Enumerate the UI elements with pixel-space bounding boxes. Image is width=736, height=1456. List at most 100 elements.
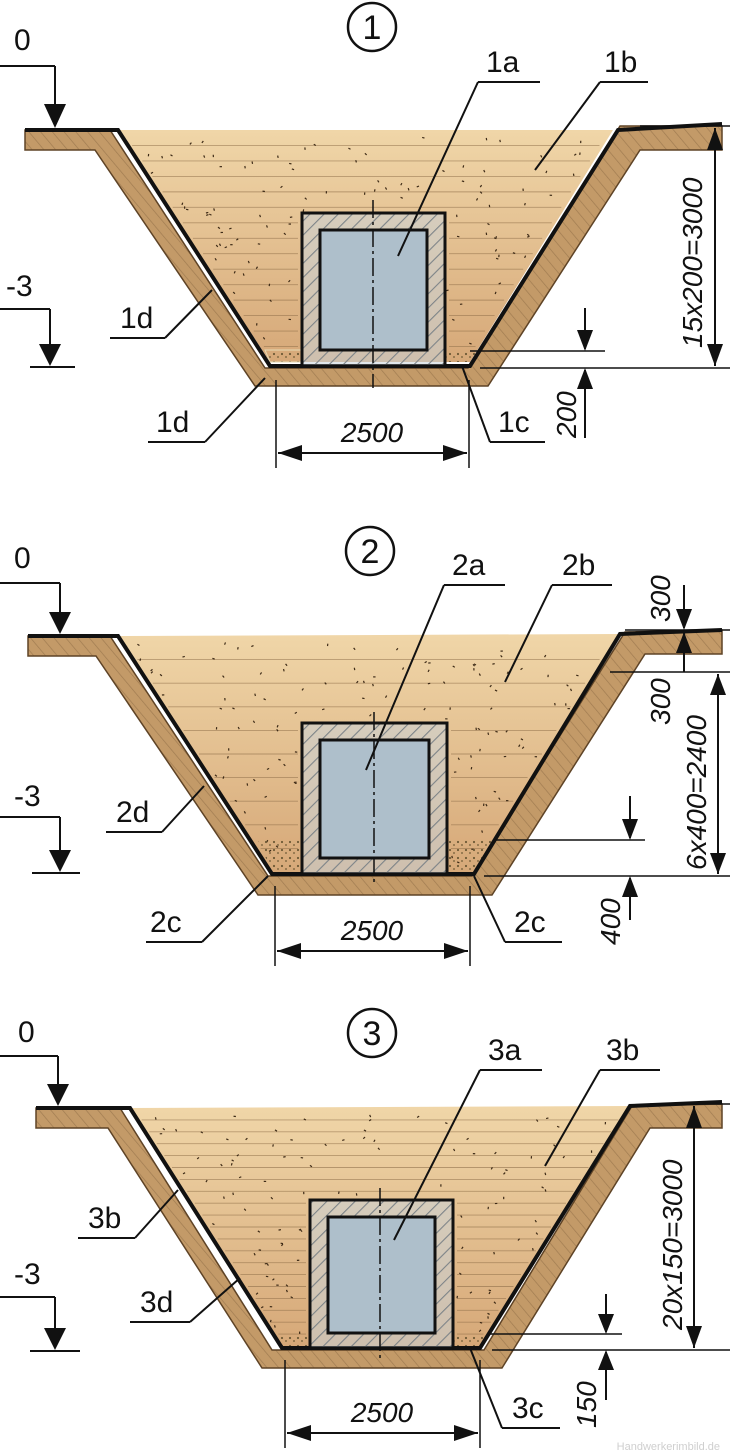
leader-2b-diag — [504, 584, 553, 683]
grain-dot — [147, 153, 150, 157]
sand-bedding-2-left — [258, 840, 302, 872]
grain-dot — [481, 830, 484, 833]
label-1d-upper: 1d — [120, 302, 153, 335]
label-3b-side: 3b — [88, 1202, 121, 1235]
dim-step-3-arrow-top — [598, 1314, 614, 1334]
level-top-2-arrow — [49, 612, 71, 634]
grain-dot — [209, 213, 212, 216]
grain-dot — [541, 1186, 544, 1189]
grain-dot — [262, 337, 266, 340]
grain-dot — [478, 1329, 482, 1333]
grain-dot — [362, 1136, 366, 1140]
grain-dot — [498, 797, 501, 800]
label-2a: 2a — [452, 549, 486, 582]
level-bottom-2: -3 — [14, 780, 41, 813]
grain-dot — [424, 661, 428, 664]
grain-dot — [253, 1252, 256, 1256]
grain-dot — [500, 654, 503, 658]
grain-dot — [407, 187, 410, 191]
grain-dot — [232, 707, 235, 710]
grain-dot — [494, 291, 497, 295]
grain-dot — [469, 1291, 473, 1294]
panel-2: 2 0 -3 2a 2b 2d 2c 2c 2500 — [0, 525, 730, 966]
grain-dot — [569, 688, 573, 692]
grain-dot — [218, 243, 222, 247]
label-1d-lower: 1d — [156, 406, 189, 439]
grain-dot — [243, 811, 246, 814]
grain-dot — [469, 342, 472, 345]
grain-dot — [459, 1272, 462, 1275]
dim-width-1-arrow-right — [443, 445, 467, 461]
grain-dot — [205, 1179, 208, 1183]
panel-1: 1 0 -3 1a 1b 1d 1d 1c — [0, 1, 730, 468]
grain-dot — [295, 781, 297, 784]
label-2d: 2d — [116, 796, 149, 829]
grain-dot — [224, 642, 227, 645]
leader-3b-side-diag — [134, 1189, 179, 1239]
grain-dot — [457, 757, 460, 761]
panel-number-1: 1 — [363, 9, 382, 47]
dim-layers-2: 6x400=2400 — [681, 715, 712, 870]
grain-dot — [494, 249, 498, 252]
dim-layers-1-arrow-top — [707, 128, 723, 150]
grain-dot — [544, 654, 547, 658]
dim-layers-3-arrow-bottom — [686, 1326, 702, 1348]
grain-dot — [377, 1147, 381, 1151]
dim-width-2-arrow-left — [277, 943, 301, 959]
grain-dot — [242, 273, 245, 276]
grain-dot — [384, 695, 388, 698]
grain-dot — [272, 1278, 275, 1281]
dim-width-2-arrow-right — [444, 943, 468, 959]
grain-dot — [324, 682, 327, 685]
grain-dot — [278, 758, 281, 761]
grain-dot — [462, 165, 465, 168]
grain-dot — [445, 718, 448, 720]
grain-dot — [377, 180, 380, 183]
grain-dot — [540, 154, 543, 158]
dim-layers-1-arrow-bottom — [707, 344, 723, 366]
grain-dot — [290, 1139, 293, 1141]
level-bottom-2-arrow — [49, 850, 71, 872]
grain-dot — [503, 755, 507, 758]
leader-1c-diag — [461, 365, 491, 443]
grain-dot — [212, 657, 215, 660]
grain-dot — [562, 1155, 565, 1159]
leader-1d-lower-diag — [204, 377, 266, 443]
grain-dot — [473, 663, 477, 666]
grain-dot — [231, 1159, 235, 1162]
grain-dot — [532, 1247, 534, 1251]
grain-dot — [200, 1131, 204, 1134]
grain-dot — [442, 169, 445, 173]
grain-dot — [326, 643, 329, 647]
grain-dot — [161, 155, 164, 159]
grain-dot — [489, 684, 492, 688]
grain-dot — [139, 658, 142, 661]
watermark: Handwerkerimbild.de — [617, 1441, 720, 1453]
grain-dot — [487, 1206, 489, 1210]
grain-dot — [277, 155, 279, 159]
grain-dot — [356, 680, 359, 684]
grain-dot — [456, 235, 460, 238]
grain-dot — [254, 693, 256, 697]
grain-dot — [526, 233, 530, 237]
grain-dot — [553, 1144, 556, 1147]
grain-dot — [266, 767, 270, 771]
grain-dot — [313, 143, 317, 147]
grain-dot — [400, 196, 404, 199]
grain-dot — [479, 748, 481, 752]
grain-dot — [395, 647, 399, 651]
grain-dot — [214, 257, 217, 261]
backfill-grain-2 — [137, 642, 579, 864]
grain-dot — [400, 182, 403, 186]
grain-dot — [264, 1262, 268, 1265]
grain-dot — [228, 748, 230, 751]
dim-step-1-arrow-bottom — [577, 368, 593, 389]
level-top-2: 0 — [14, 542, 31, 575]
grain-dot — [461, 1246, 464, 1250]
grain-dot — [189, 142, 192, 145]
grain-dot — [285, 1289, 288, 1293]
grain-dot — [449, 707, 451, 710]
grain-dot — [402, 667, 405, 670]
grain-dot — [475, 198, 479, 201]
grain-dot — [264, 827, 267, 830]
